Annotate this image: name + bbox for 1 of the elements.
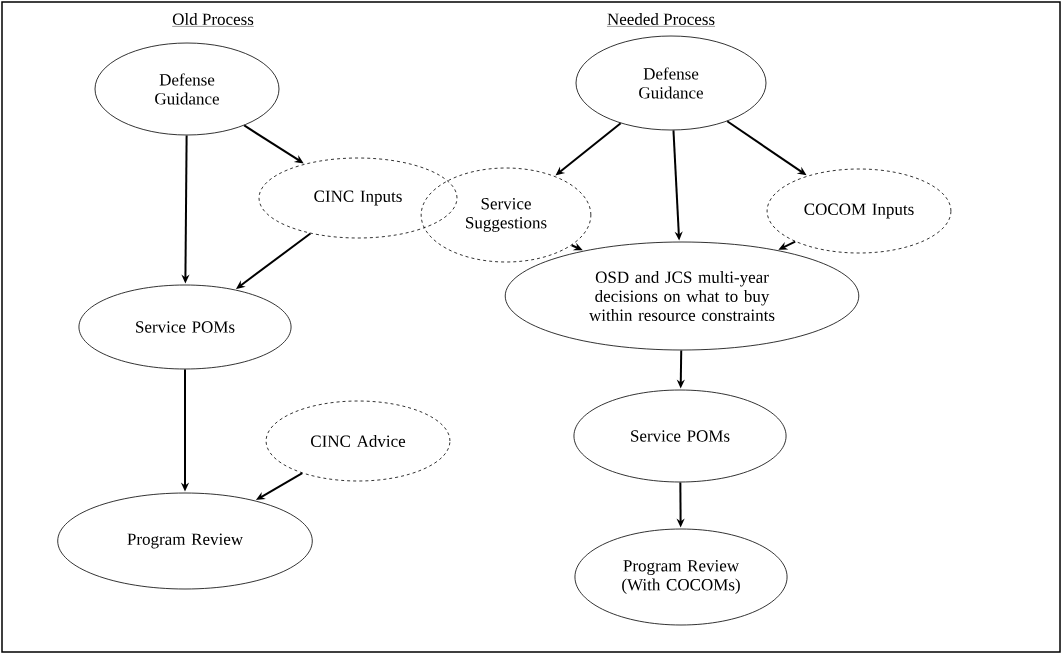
heading: Old Process <box>171 13 255 27</box>
